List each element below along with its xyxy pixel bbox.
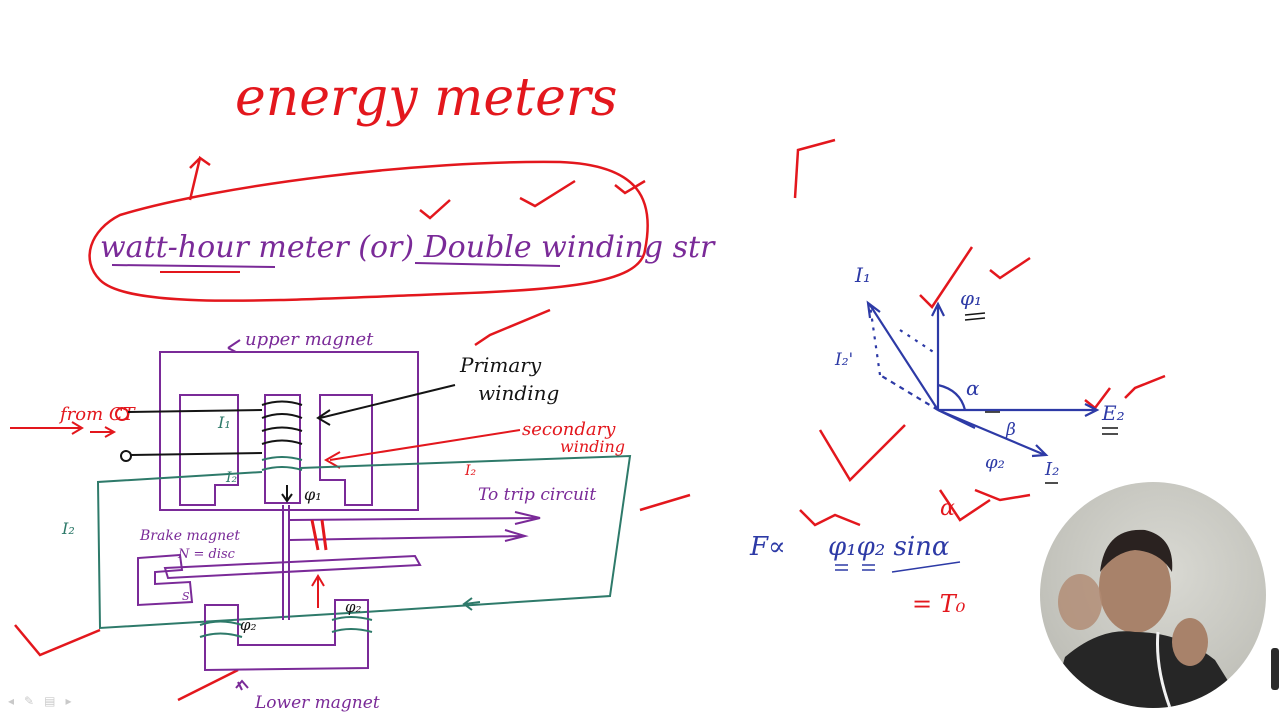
phi2-right-label: φ₂ xyxy=(345,598,362,616)
next-icon[interactable]: ▸ xyxy=(65,694,72,708)
phasor-alpha-label: α xyxy=(966,376,980,400)
phasor-i2prime-label: I₂' xyxy=(834,350,853,370)
phasor-i2prime xyxy=(879,374,939,411)
upper-magnet-label: upper magnet xyxy=(245,329,374,350)
lower-magnet xyxy=(204,599,369,672)
primary-label-2: winding xyxy=(478,381,559,405)
input-terminal-2 xyxy=(120,450,132,462)
s-pole-label: S xyxy=(182,590,190,603)
phi1-arrow xyxy=(281,485,293,503)
headline-bubble xyxy=(88,160,649,302)
primary-label-1: Primary xyxy=(459,353,542,377)
phasor-phi2-label: φ₂ xyxy=(985,452,1005,473)
earphone-cable xyxy=(1156,631,1172,708)
formula-underlines xyxy=(835,561,961,573)
secondary-pointer xyxy=(323,429,521,469)
upper-magnet-outline xyxy=(159,351,419,511)
upper-magnet-left-limb xyxy=(179,394,239,506)
headline-underline-2 xyxy=(414,262,561,267)
phasor-e2-label: E₂ xyxy=(1101,401,1125,425)
phasor-dotted-1 xyxy=(868,304,882,376)
title-arrow xyxy=(188,155,211,201)
upper-magnet-right-limb xyxy=(319,394,373,506)
red-scribble-r xyxy=(793,138,836,199)
formula-torque: = T₀ xyxy=(912,590,966,618)
phasor-phi2 xyxy=(937,409,976,429)
presenter-hand-right xyxy=(1172,618,1208,666)
menu-icon[interactable]: ▤ xyxy=(44,694,56,708)
webcam-overlay xyxy=(1040,482,1266,708)
secondary-coil xyxy=(261,456,303,471)
brake-magnet xyxy=(137,553,194,607)
red-check-2 xyxy=(989,256,1031,280)
pen-icon[interactable]: ✎ xyxy=(24,694,35,708)
input-lead-2 xyxy=(130,452,263,456)
disc xyxy=(163,554,422,580)
i2-left-label: I₂ xyxy=(61,519,75,538)
from-ct-arrows xyxy=(10,421,117,438)
phasor-i1 xyxy=(866,300,939,411)
red-check-8 xyxy=(474,308,551,347)
secondary-label-2: winding xyxy=(560,437,625,456)
presenter-head xyxy=(1099,541,1171,633)
red-check-4 xyxy=(1124,374,1166,399)
disc-label: N = disc xyxy=(177,547,236,562)
phasor-e2 xyxy=(938,403,1100,417)
formula-rhs: φ₁φ₂ sinα xyxy=(828,532,950,562)
red-check-9 xyxy=(639,493,691,512)
red-check-11 xyxy=(938,488,1031,522)
phasor-alpha-arc xyxy=(937,383,967,411)
phasor-i2-label: I₂ xyxy=(1044,459,1059,480)
upper-magnet-center-limb xyxy=(264,394,301,504)
loop-arrow xyxy=(462,597,481,611)
trip-lines xyxy=(289,511,541,542)
red-up-arrow xyxy=(311,574,325,608)
phasor-beta-label: β xyxy=(1005,420,1016,440)
lower-coil-left xyxy=(199,620,243,638)
i2-inner-label: I₂ xyxy=(225,470,238,486)
presenter-video xyxy=(1050,529,1245,708)
tick-marks-top xyxy=(419,179,646,220)
presenter-hair xyxy=(1100,529,1173,572)
i1-label: I₁ xyxy=(217,413,231,432)
phasor-delta-label: α xyxy=(940,496,955,521)
lower-magnet-label: Lower magnet xyxy=(254,693,380,713)
red-check-1 xyxy=(919,246,974,309)
phi2-left-label: φ₂ xyxy=(240,616,257,634)
brake-magnet-label: Brake magnet xyxy=(139,528,240,544)
upper-magnet-arrow xyxy=(227,339,241,353)
primary-coil xyxy=(261,400,303,445)
phasor-phi1-label: φ₁ xyxy=(960,286,982,310)
title-text: energy meters xyxy=(235,68,617,128)
phasor-diagram xyxy=(866,300,1100,458)
input-lead-1 xyxy=(127,409,263,413)
trip-contact xyxy=(310,519,328,551)
input-terminal-1 xyxy=(115,407,129,421)
red-check-6 xyxy=(14,624,101,657)
secondary-label-1: secondary xyxy=(522,419,616,440)
phasor-phi1 xyxy=(931,301,945,410)
headline-underline-1 xyxy=(111,264,276,268)
scrollbar-handle[interactable] xyxy=(1271,648,1279,690)
red-check-10 xyxy=(799,509,861,527)
to-trip-label: To trip circuit xyxy=(478,485,596,505)
lower-coil-right xyxy=(331,616,373,633)
i2-top-label: I₂ xyxy=(464,463,477,479)
prev-icon[interactable]: ◂ xyxy=(8,694,15,708)
playback-toolbar: ◂ ✎ ▤ ▸ xyxy=(8,694,71,710)
red-check-3 xyxy=(818,424,906,483)
phi1-label: φ₁ xyxy=(304,485,322,504)
lower-magnet-arrow xyxy=(235,679,249,691)
formula-lhs: F∝ xyxy=(749,532,786,562)
phasor-i1-label: I₁ xyxy=(854,263,871,287)
headline-text: watt-hour meter (or) Double winding str xyxy=(100,230,716,265)
primary-pointer xyxy=(316,384,456,426)
phasor-dotted-2 xyxy=(899,329,939,356)
presenter-hand xyxy=(1058,574,1102,630)
from-ct-label: from CT xyxy=(58,404,137,425)
phasor-underlines xyxy=(964,312,1118,484)
red-check-7 xyxy=(177,668,239,702)
secondary-loop xyxy=(96,454,632,630)
